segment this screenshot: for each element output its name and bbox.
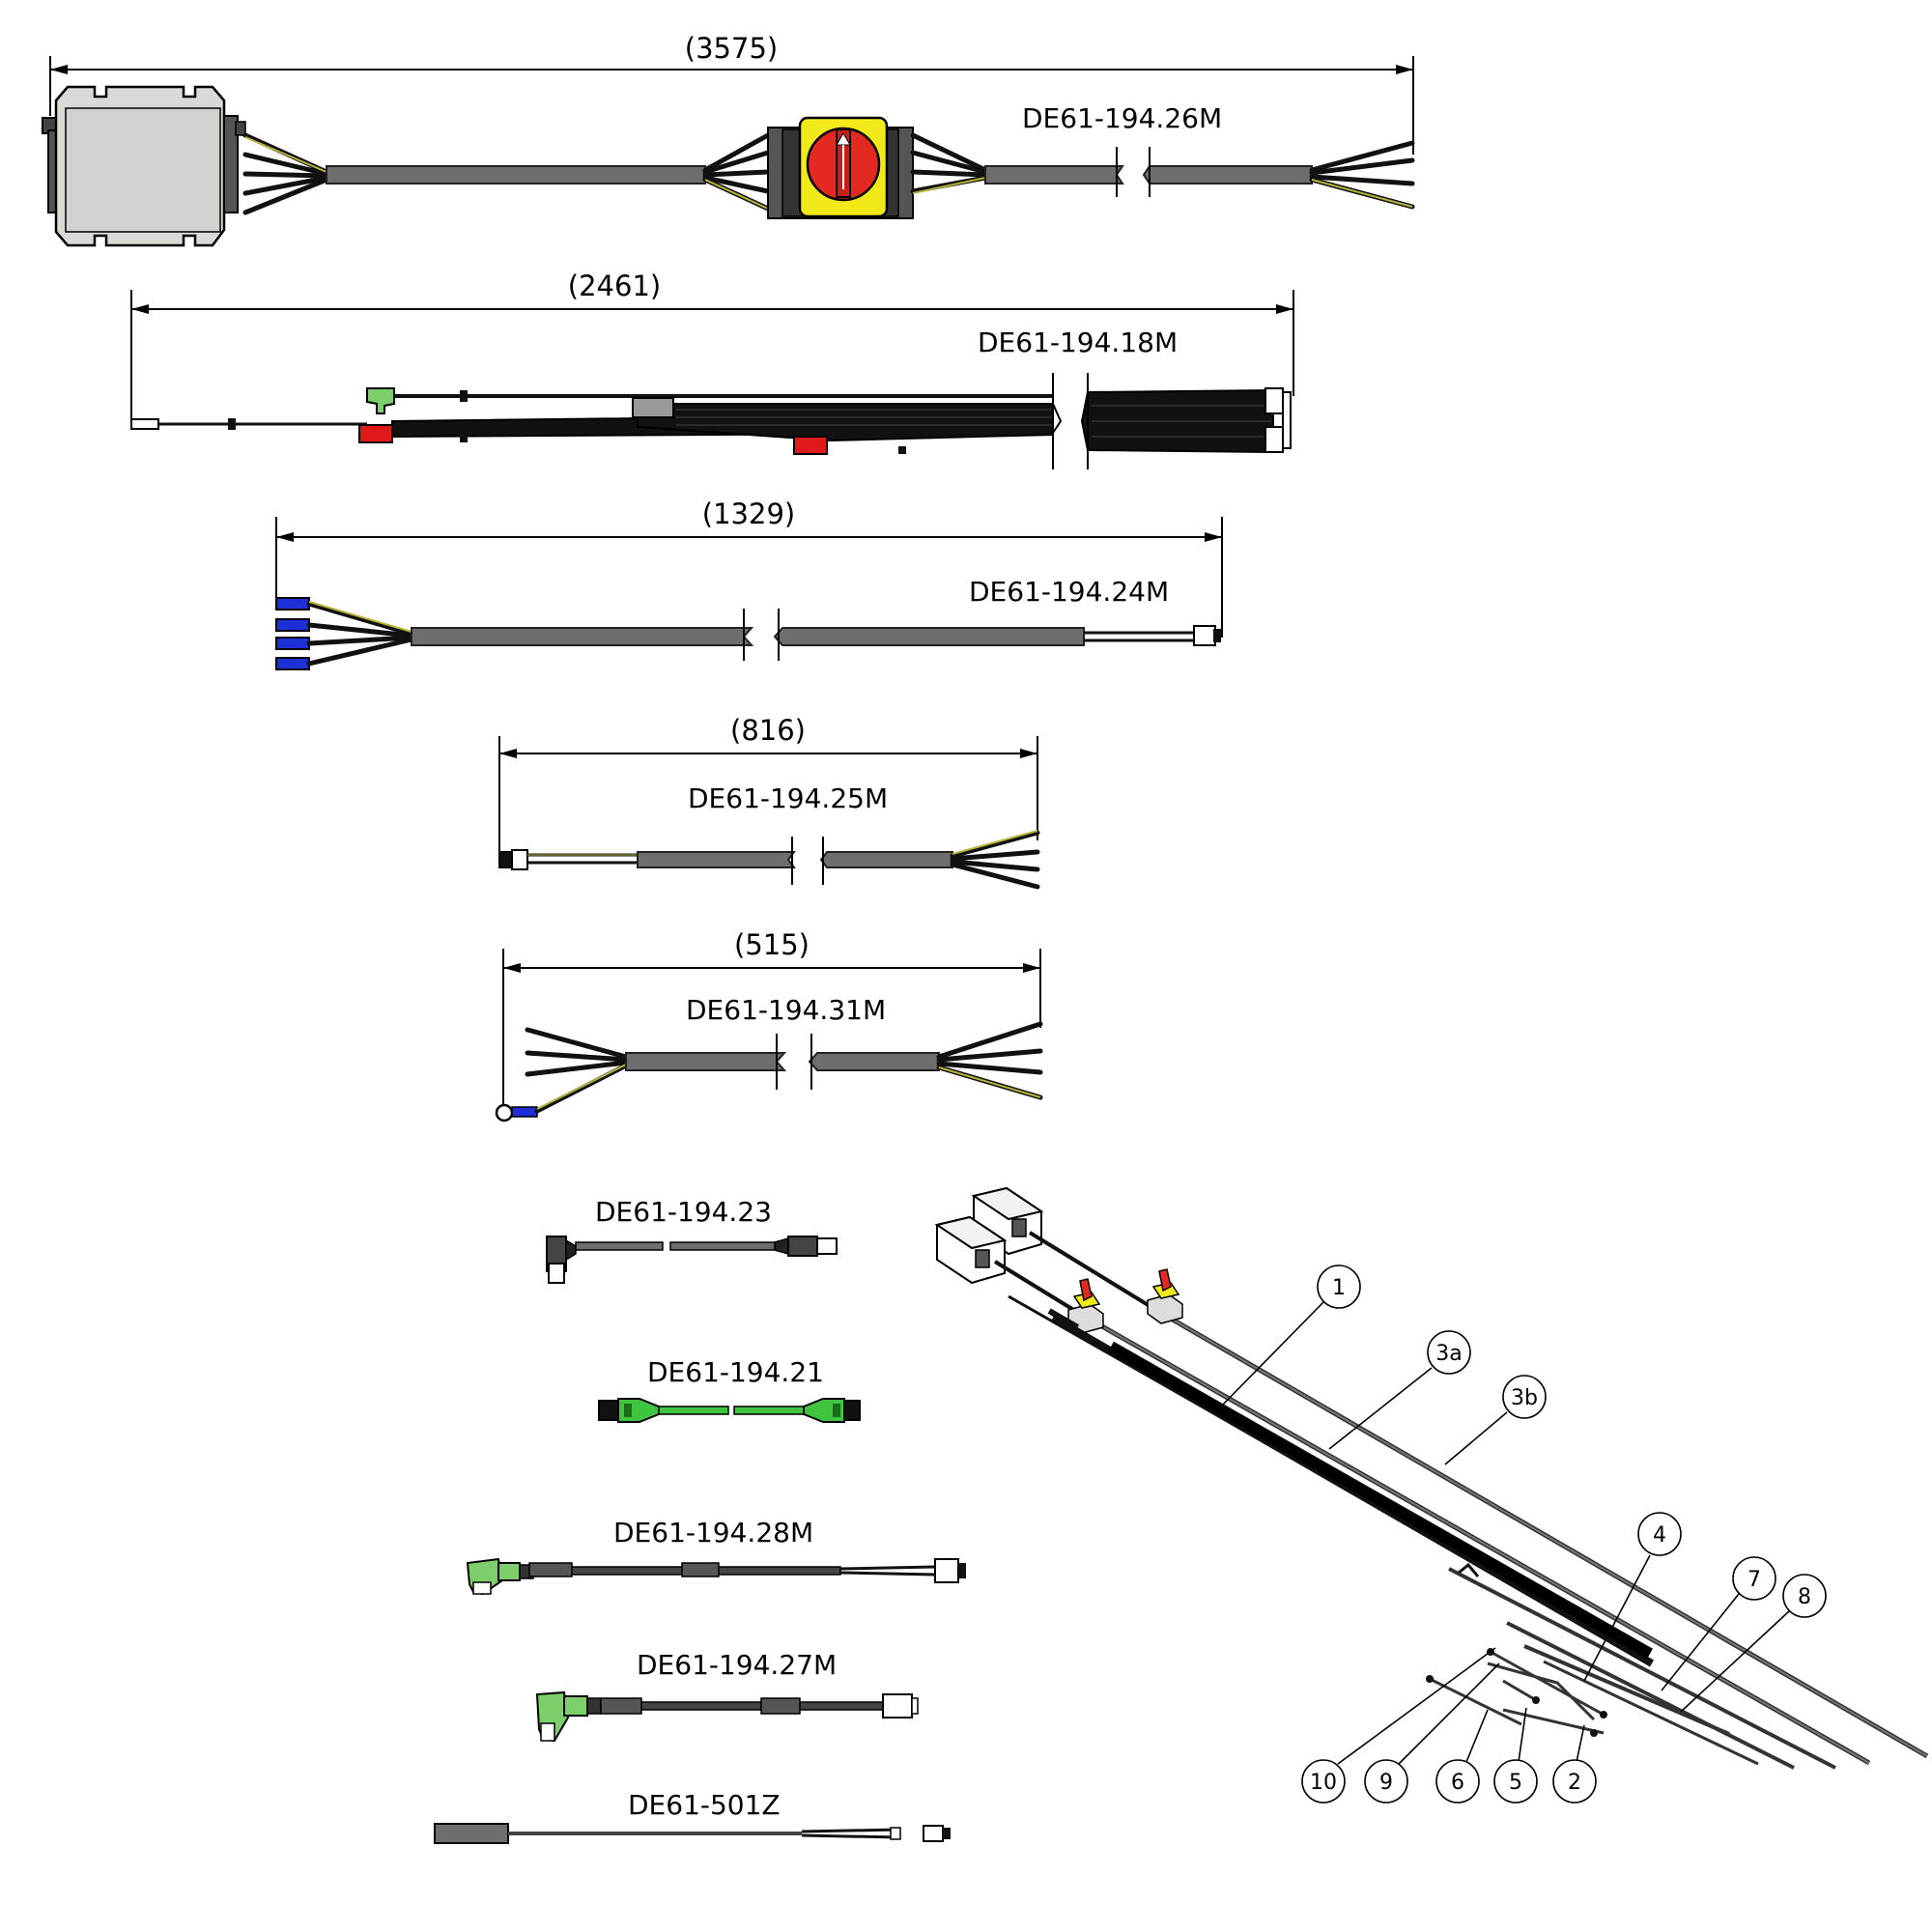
cable-2461-assembly: (2461) DE61-194.18M	[130, 270, 1294, 469]
junction-box	[42, 85, 246, 247]
cable-jacket	[773, 627, 1085, 646]
green-patch-cable-assembly: DE61-194.21	[598, 1356, 861, 1423]
isometric-overview: 1 3a 3b 4 7 8 10	[934, 1186, 1929, 1804]
cable-jacket	[1142, 165, 1313, 185]
svg-text:6: 6	[1451, 1771, 1464, 1795]
red-connector	[793, 436, 828, 455]
balloon-6: 6	[1435, 1709, 1489, 1804]
cable-jacket	[637, 851, 796, 868]
cable-jacket	[819, 851, 953, 868]
part-number-label: DE61-194.24M	[969, 576, 1169, 608]
sensor-cable-assembly: DE61-501Z	[434, 1789, 951, 1844]
cable-jacket	[411, 627, 754, 646]
svg-text:7: 7	[1747, 1568, 1761, 1592]
cable-816-assembly: (816) DE61-194.25M	[498, 714, 1040, 890]
dimension-label: (816)	[730, 714, 806, 747]
balloon-3a: 3a	[1328, 1330, 1471, 1450]
svg-text:3a: 3a	[1435, 1342, 1462, 1366]
balloon-10: 10	[1301, 1647, 1496, 1804]
iso-rotary-switch	[1147, 1268, 1183, 1324]
cable-jacket	[808, 1052, 940, 1071]
green-connector	[366, 387, 395, 414]
svg-text:10: 10	[1310, 1771, 1337, 1795]
cable-3575-assembly: (3575)	[42, 32, 1415, 247]
cable-jacket	[326, 165, 706, 185]
svg-text:1: 1	[1332, 1276, 1346, 1300]
dim-arrow-right	[1396, 65, 1413, 74]
part-number-label: DE61-194.31M	[686, 994, 886, 1026]
svg-text:5: 5	[1509, 1771, 1522, 1795]
part-number-label: DE61-194.27M	[637, 1649, 837, 1681]
balloon-8: 8	[1680, 1574, 1827, 1713]
dimension-label: (3575)	[685, 32, 778, 65]
balloon-7: 7	[1661, 1556, 1776, 1691]
dim-arrow-left	[50, 65, 68, 74]
balloon-1: 1	[1218, 1264, 1361, 1409]
svg-text:2: 2	[1568, 1771, 1581, 1795]
balloon-9: 9	[1364, 1662, 1500, 1804]
cable-515-assembly: (515) DE61-194.31M	[495, 928, 1043, 1122]
part-number-label: DE61-194.23	[595, 1196, 772, 1228]
cable-jacket	[625, 1052, 787, 1071]
dimension-label: (515)	[734, 928, 810, 961]
dimension-label: (2461)	[568, 270, 661, 302]
part-number-label: DE61-194.28M	[613, 1517, 813, 1548]
svg-text:8: 8	[1798, 1585, 1811, 1609]
m12-cable-assembly-27: DE61-194.27M	[535, 1649, 919, 1743]
usb-cable-assembly: DE61-194.23	[546, 1196, 838, 1284]
part-number-label: DE61-194.25M	[688, 782, 888, 814]
balloon-5: 5	[1493, 1707, 1538, 1804]
ring-lug	[495, 1103, 514, 1122]
part-number-label: DE61-194.26M	[1022, 102, 1222, 134]
rotary-switch	[767, 116, 914, 219]
cable-1329-assembly: (1329) DE61-194.24M	[275, 497, 1223, 670]
dimension-label: (1329)	[702, 497, 795, 530]
svg-text:9: 9	[1379, 1771, 1393, 1795]
balloon-2: 2	[1552, 1724, 1597, 1804]
cable-jacket	[984, 165, 1124, 185]
balloon-3b: 3b	[1444, 1375, 1547, 1465]
m12-cable-assembly-28: DE61-194.28M	[466, 1517, 966, 1596]
part-number-label: DE61-194.18M	[978, 327, 1178, 358]
part-number-label: DE61-194.21	[647, 1356, 824, 1388]
part-number-label: DE61-501Z	[628, 1789, 781, 1821]
red-connector	[358, 424, 393, 443]
ring-terminals	[275, 597, 310, 670]
svg-text:4: 4	[1653, 1523, 1666, 1548]
connector-housing	[632, 397, 674, 418]
balloon-4: 4	[1583, 1512, 1682, 1682]
svg-text:3b: 3b	[1511, 1386, 1538, 1410]
